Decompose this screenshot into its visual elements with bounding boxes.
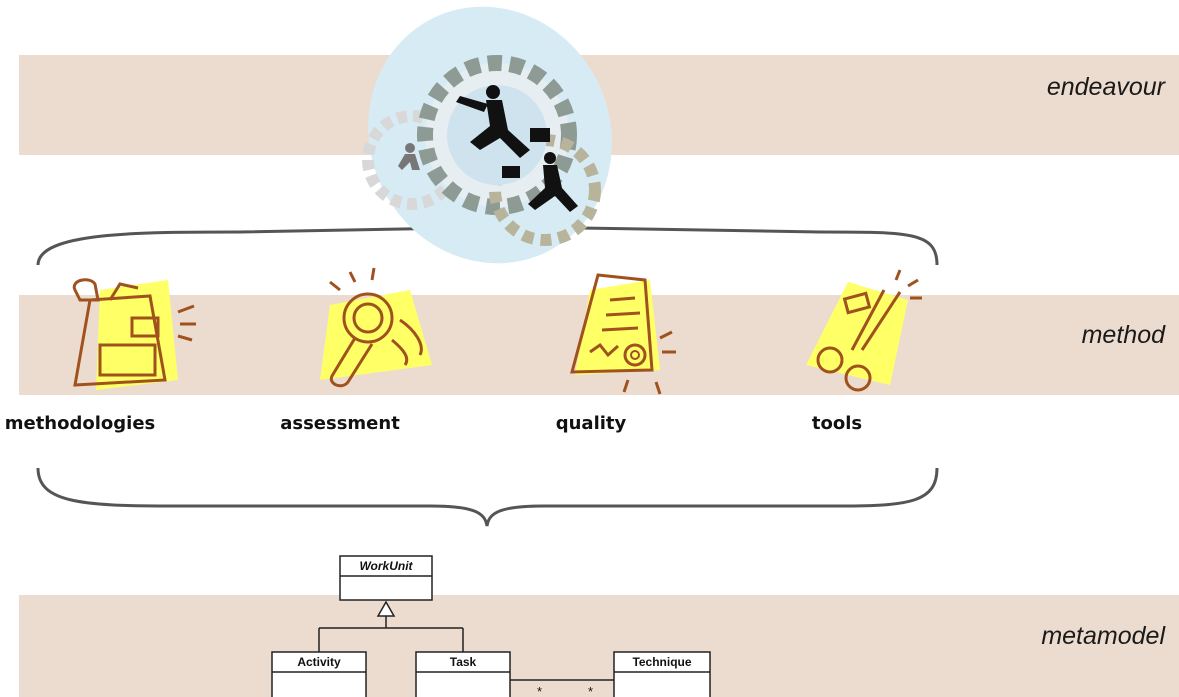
activity-class-name: Activity <box>297 655 341 669</box>
metamodel-label: metamodel <box>1041 622 1165 650</box>
multiplicity-task: * <box>537 684 542 697</box>
tools-icon <box>806 269 922 392</box>
technique-class <box>613 651 711 697</box>
assessment-label: assessment <box>280 413 400 434</box>
quality-icon <box>570 273 676 395</box>
task-class <box>415 651 511 697</box>
assessment-icon <box>320 267 432 388</box>
endeavour-label: endeavour <box>1046 73 1165 101</box>
uml-metamodel: WorkUnit Activity Task Technique * * <box>271 555 711 697</box>
top-brace <box>36 226 939 266</box>
tools-label: tools <box>811 413 863 434</box>
gears-business-icon <box>362 6 612 264</box>
multiplicity-technique: * <box>588 684 593 697</box>
activity-class <box>271 651 367 697</box>
method-label: method <box>1081 321 1165 349</box>
workunit-class <box>339 555 433 601</box>
methodologies-label: methodologies <box>4 413 156 434</box>
generalization-arrow <box>376 600 396 617</box>
methodologies-icon <box>72 278 196 390</box>
task-class-name: Task <box>450 655 477 669</box>
technique-class-name: Technique <box>632 655 691 669</box>
bottom-brace <box>36 467 939 527</box>
quality-label: quality <box>555 413 627 434</box>
workunit-class-name: WorkUnit <box>359 559 413 573</box>
